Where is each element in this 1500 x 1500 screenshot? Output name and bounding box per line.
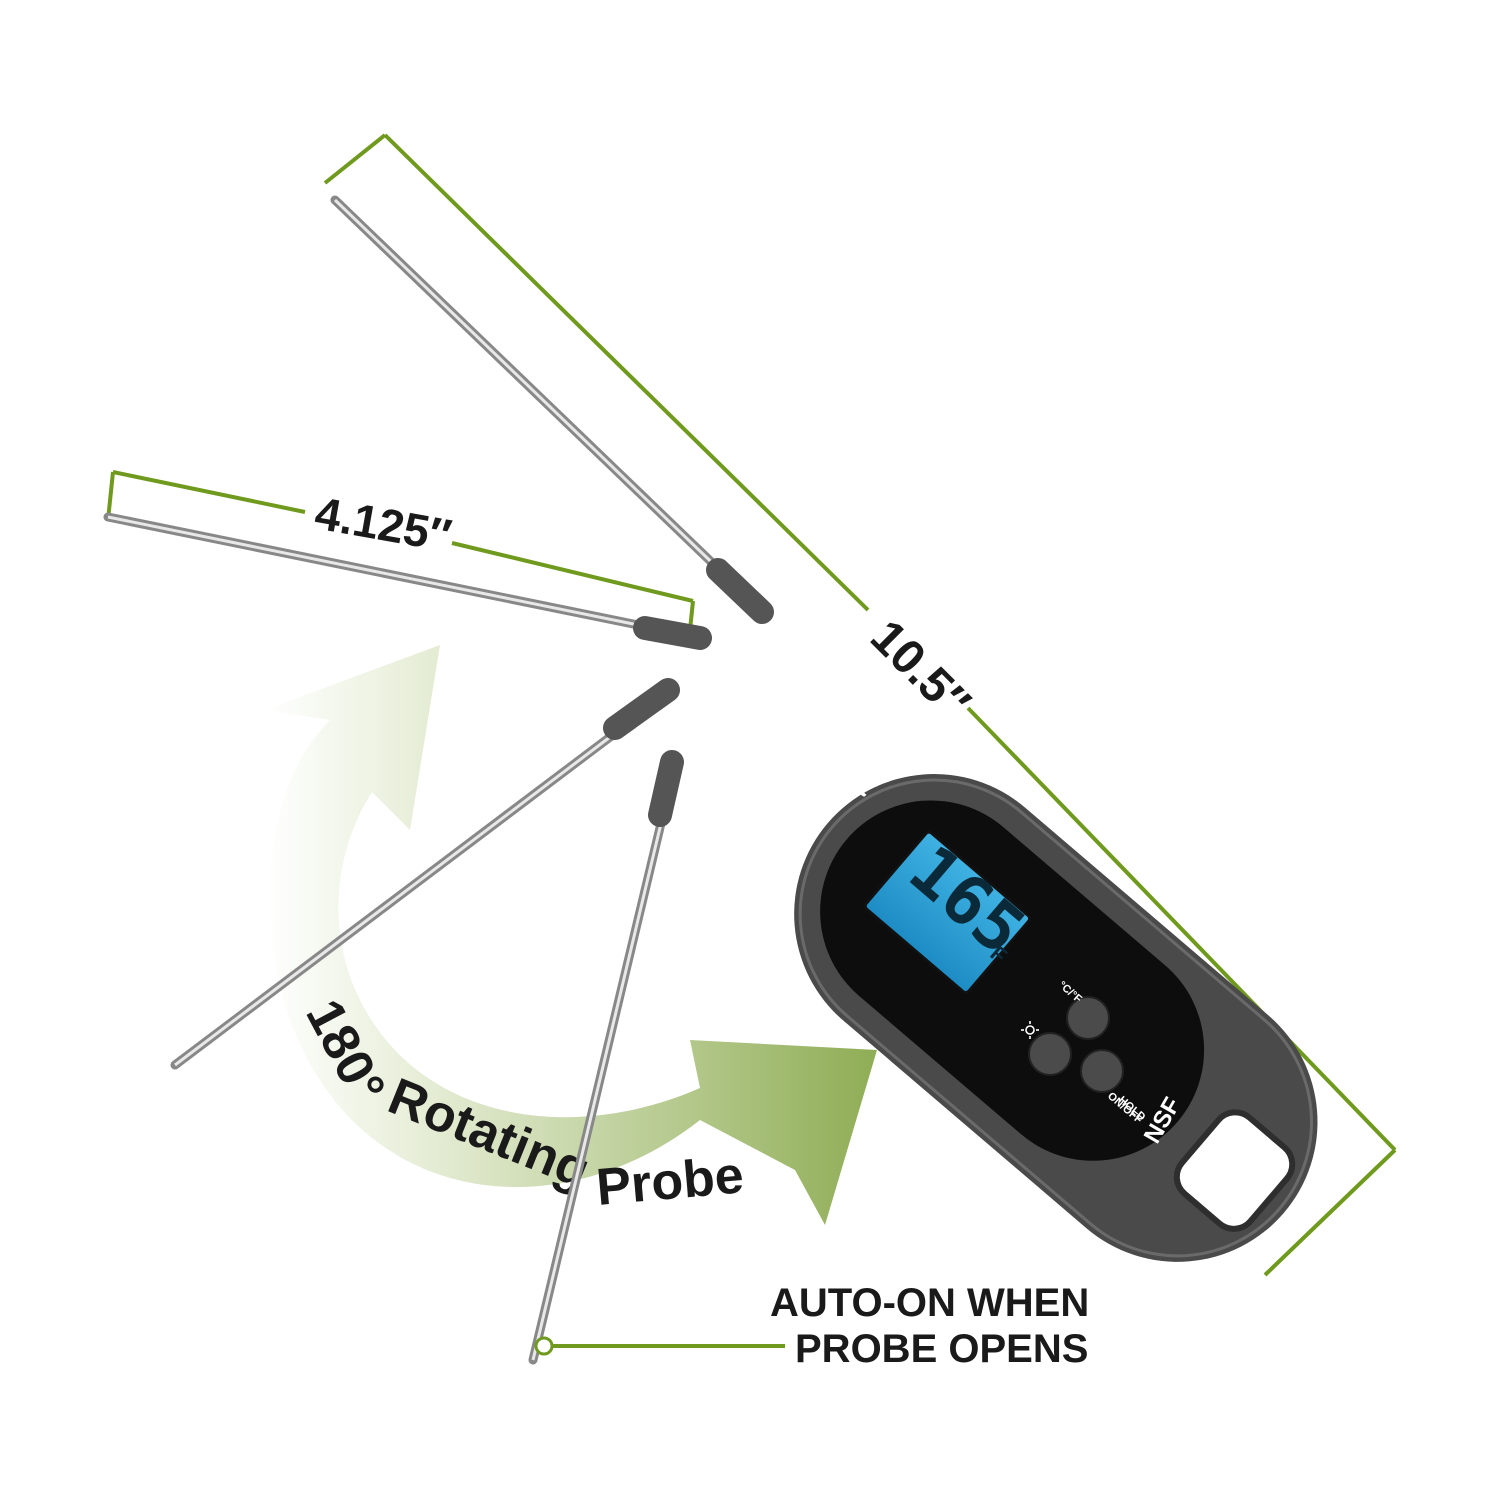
backlight-button[interactable] xyxy=(1028,1032,1072,1076)
dimension-length-total xyxy=(323,133,1397,1277)
thermometer-body xyxy=(794,774,1318,1262)
unit-toggle-button[interactable] xyxy=(1066,996,1110,1040)
dimension-probe-length xyxy=(106,470,695,631)
callout-line2: PROBE OPENS xyxy=(795,1327,1088,1371)
dimension-probe-length-label: 4.125″ xyxy=(311,487,455,562)
rotation-arrow xyxy=(265,645,877,1225)
rotation-label-part3: Probe xyxy=(594,1146,746,1217)
callout-line1: AUTO-ON WHEN xyxy=(770,1281,1089,1325)
lcd-display xyxy=(863,830,1032,995)
rotation-arrow-shape xyxy=(265,645,877,1225)
dimension-length-total-label: 10.5″ xyxy=(860,610,980,730)
probe-positions xyxy=(103,195,774,1365)
hanging-hole xyxy=(1173,1109,1296,1232)
sun-icon xyxy=(1021,1021,1039,1039)
auto-on-callout xyxy=(534,1336,785,1356)
brand-logo-text: Cuisinart xyxy=(742,672,889,806)
power-hold-button[interactable] xyxy=(1080,1049,1124,1093)
